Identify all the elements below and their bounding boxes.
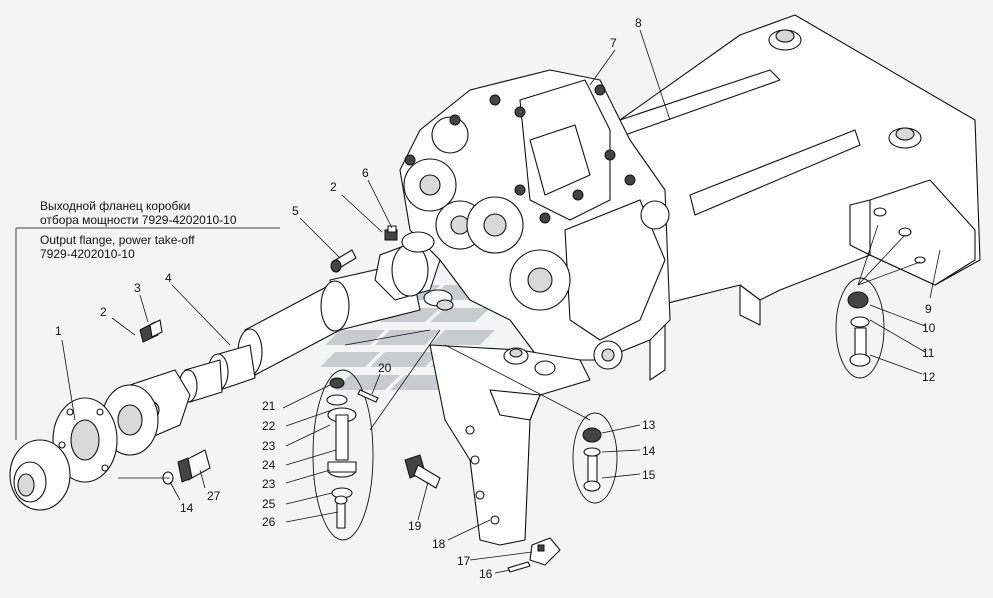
callout-9: 9 [925, 302, 932, 316]
callout-numbers: 1 2 3 4 5 6 7 8 9 10 11 12 13 14 15 16 1… [55, 16, 936, 581]
callout-26: 26 [262, 515, 276, 529]
bolt-part-3 [139, 319, 163, 343]
callout-10: 10 [922, 321, 936, 335]
callout-25: 25 [262, 497, 276, 511]
flange-part-1 [52, 397, 118, 483]
callout-23: 23 [262, 439, 276, 453]
group-outline-21-26 [312, 369, 374, 541]
callout-14-left: 14 [180, 501, 194, 515]
frame-hole [914, 256, 926, 264]
callout-2-left: 2 [100, 305, 107, 319]
caption-ru-line2: отбора мощности 7929-4202010-10 [40, 213, 237, 227]
callout-5: 5 [292, 204, 299, 218]
callout-1: 1 [55, 324, 62, 338]
universal-joint-far [374, 231, 454, 311]
callout-7: 7 [610, 36, 617, 50]
frame-hole [873, 207, 887, 217]
power-take-off-gearbox [399, 69, 671, 370]
bolt-stack-21-26 [326, 377, 357, 529]
mounting-bracket [429, 344, 591, 546]
bolt-part-27 [177, 449, 211, 483]
clip-part-17 [529, 537, 561, 566]
caption-ru-line1: Выходной фланец коробки [40, 199, 190, 213]
callout-18: 18 [432, 537, 446, 551]
caption-en-line2: 7929-4202010-10 [40, 247, 135, 261]
drive-shaft [178, 261, 421, 403]
leader-lines [15, 29, 941, 574]
callout-19: 19 [408, 519, 422, 533]
frame-bolt-top [768, 29, 802, 51]
callout-3: 3 [134, 281, 141, 295]
bolt-stack-13-15 [582, 427, 602, 492]
callout-13: 13 [642, 418, 656, 432]
callout-8: 8 [635, 16, 642, 30]
output-flange [9, 439, 71, 511]
pin-part-16 [507, 561, 531, 573]
callout-12: 12 [922, 370, 936, 384]
group-outline-13-15 [572, 412, 618, 504]
caption-en-line1: Output flange, power take-off [40, 233, 195, 247]
frame-bolt-right [888, 127, 922, 149]
callout-27: 27 [207, 489, 221, 503]
output-flange-caption: Выходной фланец коробки отбора мощности … [40, 199, 237, 261]
callout-6: 6 [362, 166, 369, 180]
bolt-part-5 [330, 249, 357, 273]
callout-16: 16 [479, 567, 493, 581]
pin-part-20 [357, 389, 379, 403]
callout-22: 22 [262, 419, 276, 433]
callout-21: 21 [262, 399, 276, 413]
callout-23-lower: 23 [262, 477, 276, 491]
callout-2: 2 [330, 180, 337, 194]
nut-part-6 [384, 225, 398, 241]
callout-15: 15 [642, 468, 656, 482]
callout-24: 24 [262, 458, 276, 472]
callout-17: 17 [457, 554, 471, 568]
bolt-part-19 [404, 454, 441, 489]
callout-11: 11 [922, 346, 935, 360]
frame-hole [898, 227, 912, 237]
callout-14: 14 [642, 444, 656, 458]
callout-20: 20 [378, 361, 392, 375]
bolt-stack-10-12 [847, 291, 871, 367]
callout-4: 4 [165, 271, 172, 285]
